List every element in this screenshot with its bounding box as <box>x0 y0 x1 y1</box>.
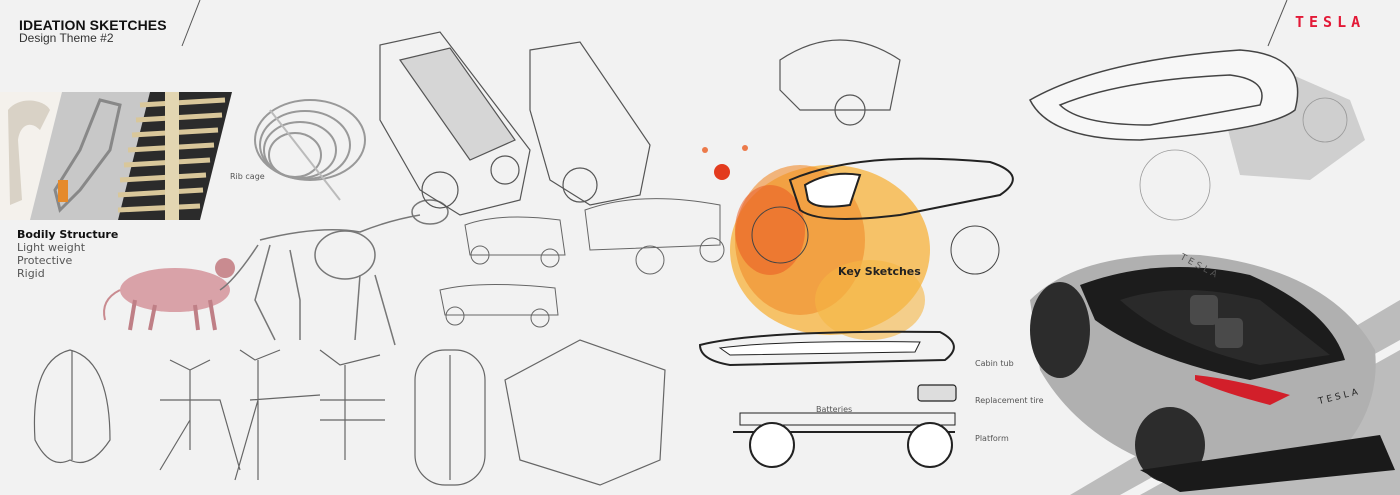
lion-anatomy <box>103 258 235 331</box>
bodily-structure-heading: Bodily Structure <box>17 228 119 241</box>
cabin-tub-label: Cabin tub <box>975 359 1014 368</box>
hero-render <box>1030 254 1395 492</box>
attribute-rigid: Rigid <box>17 267 45 280</box>
exploded-view <box>698 330 957 468</box>
lion-skeleton <box>219 199 449 346</box>
suv-sketches-small <box>439 198 725 328</box>
structure-sketches <box>33 339 666 486</box>
page-title: IDEATION SKETCHES <box>19 17 167 33</box>
page-subtitle: Design Theme #2 <box>19 31 114 45</box>
watercolor-splash <box>702 145 930 340</box>
brand-logo: TESLA <box>1295 13 1366 31</box>
key-sketches-label: Key Sketches <box>838 265 921 278</box>
cabin-key-sketch <box>751 157 1014 275</box>
inspiration-photo-strip <box>0 92 232 220</box>
attribute-protective: Protective <box>17 254 73 267</box>
batteries-label: Batteries <box>816 405 853 414</box>
platform-label: Platform <box>975 434 1009 443</box>
suv-sketches-top <box>379 31 901 216</box>
rib-cage-sketch <box>254 99 366 201</box>
wireframe-sketch <box>1029 49 1365 221</box>
attribute-light-weight: Light weight <box>17 241 86 254</box>
rib-cage-label: Rib cage <box>230 172 265 181</box>
replacement-tire-label: Replacement tire <box>975 396 1044 405</box>
